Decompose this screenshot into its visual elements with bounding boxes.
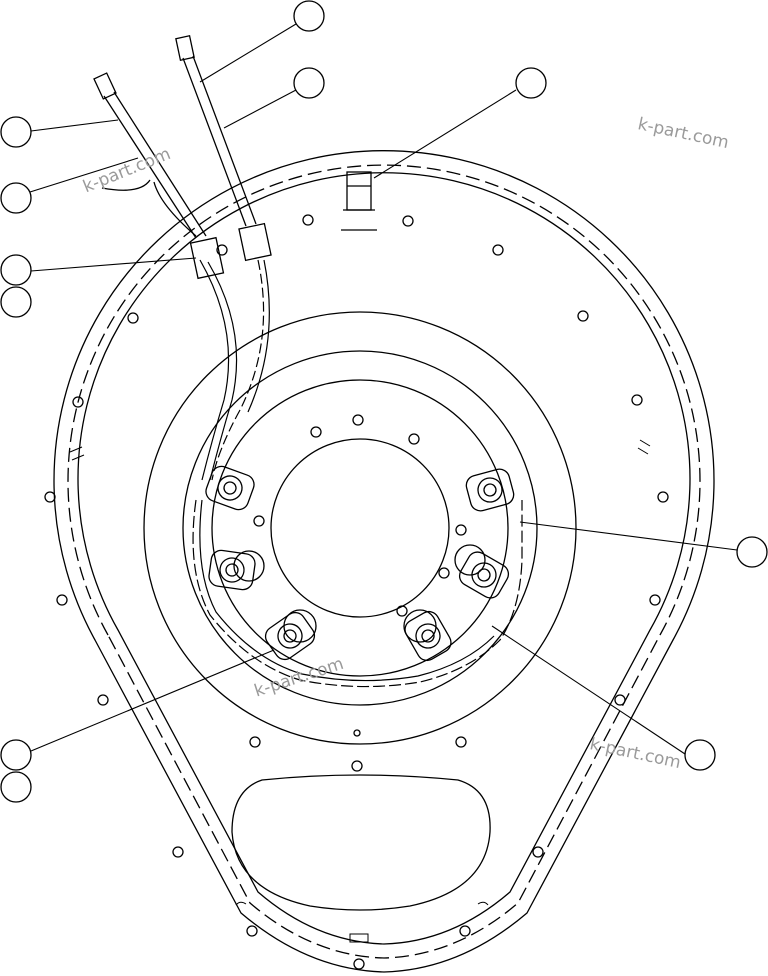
lower-oval-opening — [231, 774, 491, 911]
callout-6 — [0, 254, 32, 286]
callout-11 — [0, 771, 32, 803]
callout-4 — [0, 116, 32, 148]
callout-9 — [684, 739, 716, 771]
right-probe — [175, 35, 272, 262]
alignment-marks — [69, 439, 651, 943]
outer-ring — [143, 311, 577, 745]
callout-3 — [515, 67, 547, 99]
cable-harness — [192, 259, 523, 688]
clamp-assemblies — [205, 465, 515, 662]
housing-outer-outline — [53, 150, 715, 973]
gasket-dashed-line — [67, 164, 701, 959]
leader-lines — [29, 23, 738, 755]
center-bore — [270, 438, 450, 618]
perimeter-bolts — [44, 214, 669, 970]
flange-ring — [211, 379, 509, 677]
callout-10 — [0, 739, 32, 771]
callout-2 — [293, 67, 325, 99]
middle-ring — [182, 350, 538, 706]
housing-inner-outline — [77, 172, 691, 945]
callout-balloons — [0, 0, 768, 803]
top-fitting — [341, 171, 377, 231]
callout-1 — [293, 0, 325, 32]
flange-holes — [253, 414, 467, 737]
callout-8 — [736, 536, 768, 568]
callout-5 — [0, 182, 32, 214]
callout-7 — [0, 286, 32, 318]
left-probe — [93, 72, 225, 280]
